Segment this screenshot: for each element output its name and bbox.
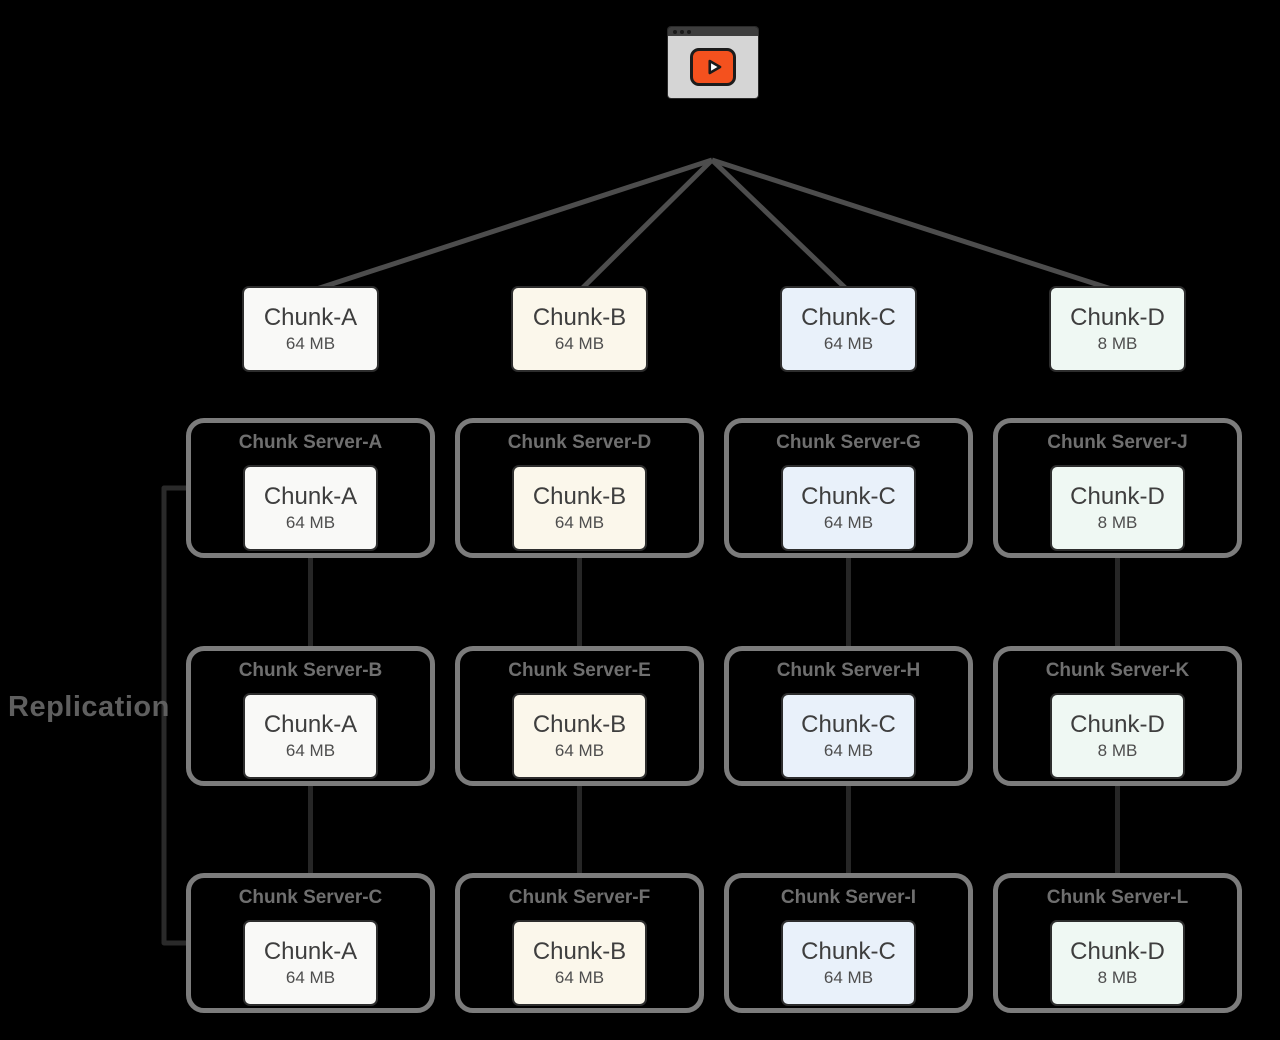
chunk-box: Chunk-B 64 MB bbox=[512, 465, 647, 551]
chunk-server-title: Chunk Server-H bbox=[776, 660, 921, 681]
chunk-server-a: Chunk Server-A Chunk-A 64 MB bbox=[186, 418, 435, 558]
replication-label: Replication bbox=[8, 691, 170, 723]
chunk-size: 64 MB bbox=[285, 334, 336, 353]
chunk-server-c: Chunk Server-C Chunk-A 64 MB bbox=[186, 873, 435, 1013]
chunk-size: 64 MB bbox=[285, 741, 336, 760]
chunk-server-title: Chunk Server-B bbox=[238, 660, 383, 681]
chunk-server-k: Chunk Server-K Chunk-D 8 MB bbox=[993, 646, 1242, 786]
chunk-label: Chunk-D bbox=[1070, 711, 1165, 738]
chunk-label: Chunk-B bbox=[532, 711, 627, 738]
chunk-server-l: Chunk Server-L Chunk-D 8 MB bbox=[993, 873, 1242, 1013]
chunk-label: Chunk-A bbox=[263, 938, 358, 965]
chunk-server-e: Chunk Server-E Chunk-B 64 MB bbox=[455, 646, 704, 786]
chunk-size: 64 MB bbox=[285, 513, 336, 532]
chunk-label: Chunk-A bbox=[263, 304, 358, 331]
fan-lines bbox=[309, 157, 1119, 294]
chunk-label: Chunk-A bbox=[263, 711, 358, 738]
chunk-size: 64 MB bbox=[823, 513, 874, 532]
chunk-label: Chunk-D bbox=[1070, 483, 1165, 510]
chunk-label: Chunk-D bbox=[1070, 938, 1165, 965]
chunk-label: Chunk-C bbox=[801, 711, 896, 738]
chunk-box: Chunk-A 64 MB bbox=[243, 693, 378, 779]
chunk-server-title: Chunk Server-D bbox=[507, 432, 652, 453]
titlebar-dot bbox=[687, 29, 691, 34]
chunk-box: Chunk-D 8 MB bbox=[1050, 693, 1185, 779]
chunk-server-title: Chunk Server-E bbox=[508, 660, 651, 681]
replication-bracket bbox=[161, 485, 191, 946]
titlebar-dot bbox=[680, 29, 684, 34]
chunk-server-h: Chunk Server-H Chunk-C 64 MB bbox=[724, 646, 973, 786]
chunk-label: Chunk-A bbox=[263, 483, 358, 510]
chunk-label: Chunk-B bbox=[532, 483, 627, 510]
chunk-label: Chunk-B bbox=[532, 938, 627, 965]
play-button-icon bbox=[690, 48, 736, 86]
chunk-label: Chunk-C bbox=[801, 483, 896, 510]
chunk-server-g: Chunk Server-G Chunk-C 64 MB bbox=[724, 418, 973, 558]
chunk-server-b: Chunk Server-B Chunk-A 64 MB bbox=[186, 646, 435, 786]
chunk-server-d: Chunk Server-D Chunk-B 64 MB bbox=[455, 418, 704, 558]
chunk-server-title: Chunk Server-A bbox=[238, 432, 383, 453]
chunk-size: 64 MB bbox=[554, 513, 605, 532]
chunk-server-title: Chunk Server-K bbox=[1045, 660, 1190, 681]
chunk-box: Chunk-A 64 MB bbox=[243, 465, 378, 551]
chunk-box-a: Chunk-A 64 MB bbox=[242, 286, 379, 372]
video-player-icon bbox=[668, 27, 758, 98]
chunk-size: 8 MB bbox=[1097, 741, 1138, 760]
chunk-size: 8 MB bbox=[1097, 513, 1138, 532]
chunk-box: Chunk-C 64 MB bbox=[781, 465, 916, 551]
chunk-server-title: Chunk Server-G bbox=[776, 432, 921, 453]
chunk-server-f: Chunk Server-F Chunk-B 64 MB bbox=[455, 873, 704, 1013]
chunk-server-title: Chunk Server-J bbox=[1047, 432, 1188, 453]
chunk-server-j: Chunk Server-J Chunk-D 8 MB bbox=[993, 418, 1242, 558]
chunk-box: Chunk-D 8 MB bbox=[1050, 465, 1185, 551]
chunk-server-title: Chunk Server-I bbox=[780, 887, 917, 908]
chunk-box-d: Chunk-D 8 MB bbox=[1049, 286, 1186, 372]
chunk-size: 64 MB bbox=[285, 968, 336, 987]
chunk-label: Chunk-D bbox=[1070, 304, 1165, 331]
chunk-label: Chunk-C bbox=[801, 304, 896, 331]
chunk-server-i: Chunk Server-I Chunk-C 64 MB bbox=[724, 873, 973, 1013]
chunk-server-title: Chunk Server-L bbox=[1046, 887, 1189, 908]
play-triangle-icon bbox=[708, 59, 722, 75]
window-titlebar bbox=[668, 27, 758, 36]
chunk-box: Chunk-A 64 MB bbox=[243, 920, 378, 1006]
chunk-size: 64 MB bbox=[554, 741, 605, 760]
chunk-label: Chunk-B bbox=[532, 304, 627, 331]
column-connectors bbox=[308, 553, 1120, 878]
chunk-size: 64 MB bbox=[554, 334, 605, 353]
chunk-box: Chunk-B 64 MB bbox=[512, 920, 647, 1006]
chunk-size: 64 MB bbox=[823, 968, 874, 987]
chunk-server-title: Chunk Server-C bbox=[238, 887, 383, 908]
chunk-size: 64 MB bbox=[823, 741, 874, 760]
chunk-box: Chunk-C 64 MB bbox=[781, 920, 916, 1006]
window-body bbox=[668, 36, 758, 98]
chunk-box-b: Chunk-B 64 MB bbox=[511, 286, 648, 372]
chunk-size: 8 MB bbox=[1097, 968, 1138, 987]
chunk-box: Chunk-C 64 MB bbox=[781, 693, 916, 779]
chunk-box-c: Chunk-C 64 MB bbox=[780, 286, 917, 372]
chunk-box: Chunk-B 64 MB bbox=[512, 693, 647, 779]
chunk-size: 64 MB bbox=[554, 968, 605, 987]
chunk-size: 8 MB bbox=[1097, 334, 1138, 353]
titlebar-dot bbox=[673, 29, 677, 34]
chunk-box: Chunk-D 8 MB bbox=[1050, 920, 1185, 1006]
chunk-label: Chunk-C bbox=[801, 938, 896, 965]
chunk-server-title: Chunk Server-F bbox=[508, 887, 651, 908]
chunk-size: 64 MB bbox=[823, 334, 874, 353]
